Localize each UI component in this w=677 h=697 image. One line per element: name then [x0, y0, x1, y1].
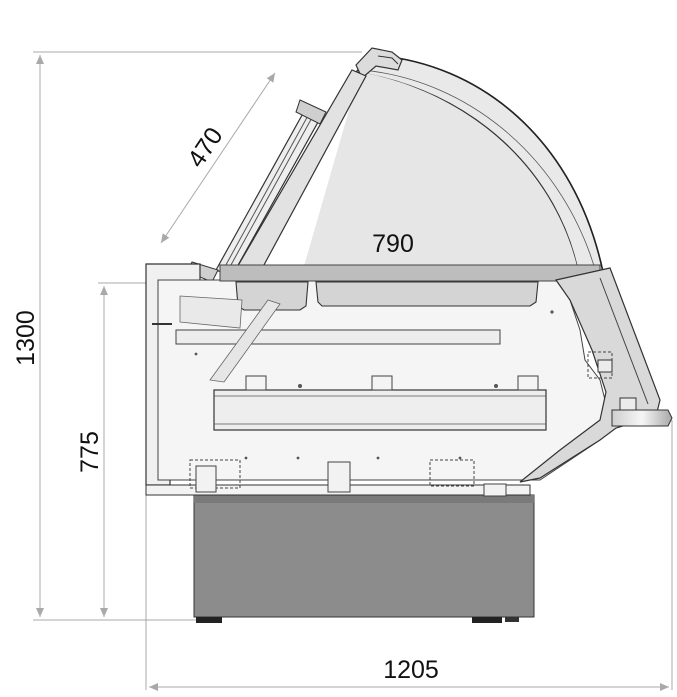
dimension-lines [33, 51, 673, 691]
glass-length-label: 470 [182, 122, 229, 172]
curved-glass-hood [300, 47, 604, 281]
cabinet-base [193, 494, 535, 623]
glass-length-dimension-line [160, 72, 276, 244]
total-depth-label: 1205 [383, 656, 439, 684]
shelf-depth-label: 790 [372, 230, 414, 258]
total-height-label: 1300 [12, 310, 40, 366]
front-glass-panel [187, 69, 367, 283]
cabinet-body [145, 263, 673, 497]
counter-height-label: 775 [76, 431, 104, 473]
